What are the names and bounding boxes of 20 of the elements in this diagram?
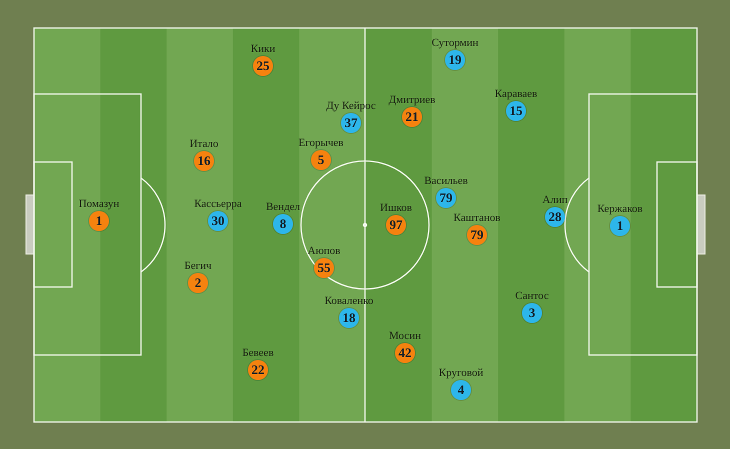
player-name: Мосин (389, 330, 421, 342)
player-name: Алип (542, 194, 568, 206)
player-name: Егорычев (298, 137, 344, 149)
player-name: Круговой (438, 367, 484, 379)
player-name: Сутормин (432, 37, 478, 49)
player-name: Дмитриев (388, 94, 436, 106)
player-name: Аюпов (308, 245, 340, 257)
player-name: Кассьерра (194, 198, 242, 210)
player-name: Сантос (515, 290, 549, 302)
player-name: Вендел (266, 201, 300, 213)
player-name: Итало (190, 138, 218, 150)
player-name: Бегич (184, 260, 212, 272)
player-name: Кержаков (597, 203, 643, 215)
player-name: Каштанов (454, 212, 500, 224)
player-name: Ишков (380, 202, 412, 214)
player-name: Караваев (494, 88, 538, 100)
player-name: Бевеев (242, 347, 274, 359)
player-name: Помазун (78, 198, 120, 210)
player-name: Васильев (424, 175, 468, 187)
player-name: Кики (250, 43, 276, 55)
